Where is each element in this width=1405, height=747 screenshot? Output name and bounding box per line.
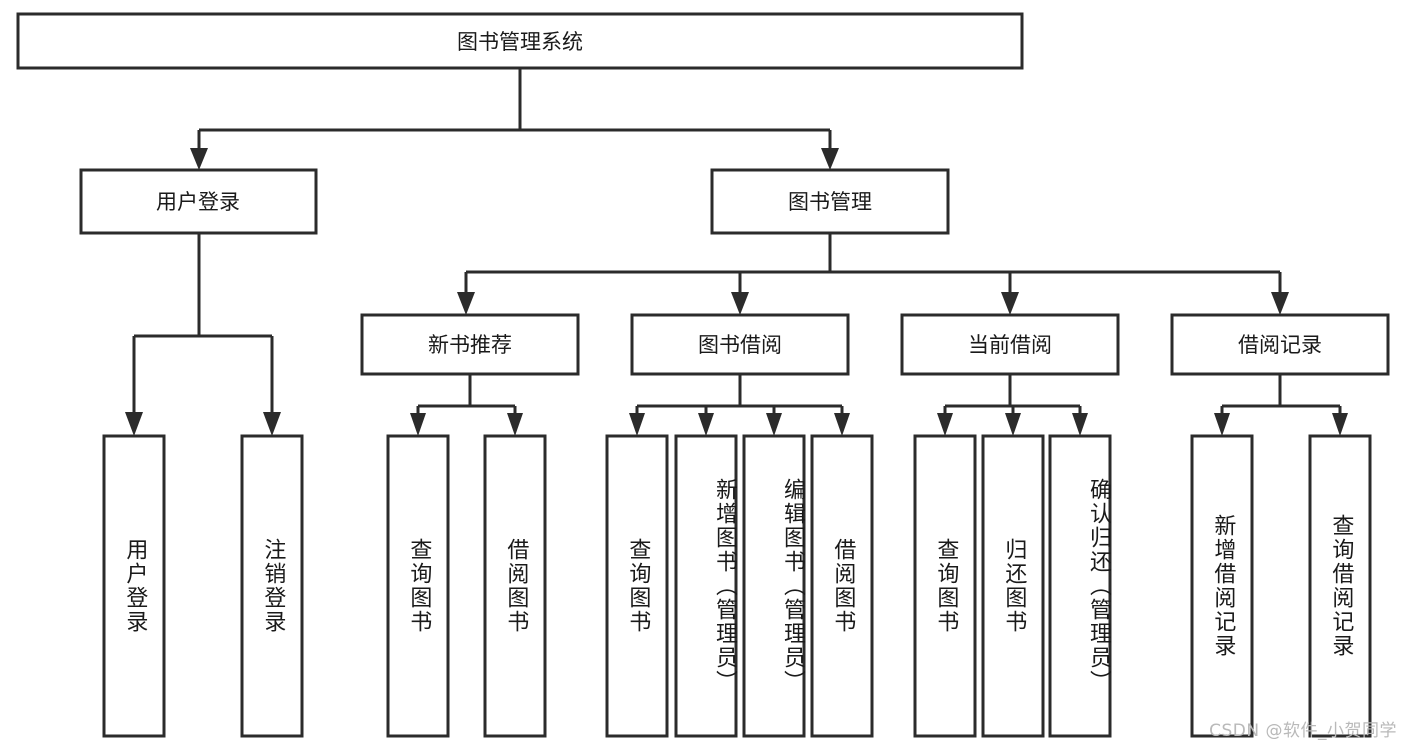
leaf-box-user-login-2[interactable] [240,434,304,738]
leaf-box-current-borrow-1[interactable] [913,434,977,738]
arrowhead-bb-leaf3 [766,413,782,436]
arrowhead-br-leaf2 [1332,413,1348,436]
arrowhead-nb-leaf2 [507,413,523,436]
leaf-box-new-book-2[interactable] [483,434,547,738]
node-current-borrow-label: 当前借阅 [968,333,1052,357]
arrowhead-current-borrow [1001,292,1019,315]
leaf-box-user-login-1[interactable] [102,434,166,738]
node-book-manage-box[interactable] [710,168,950,235]
arrowhead-book-borrow [731,292,749,315]
leaf-box-borrow-record-2[interactable] [1308,434,1372,738]
leaf-box-book-borrow-4[interactable] [810,434,874,738]
node-new-book-label: 新书推荐 [428,333,512,357]
arrowhead-ul-leaf1 [125,412,143,436]
leaf-box-current-borrow-3[interactable] [1048,434,1112,738]
arrowhead-borrow-record [1271,292,1289,315]
node-root-box[interactable] [16,12,1024,70]
node-layer: 图书管理系统 用户登录 图书管理 新书推荐 图书借阅 当前借阅 借阅记录 [16,12,1390,738]
watermark-text: CSDN @软件_小贺同学 [1209,721,1397,741]
arrowhead-layer [125,148,1348,436]
leaf-box-borrow-record-1[interactable] [1190,434,1254,738]
leaf-box-current-borrow-2[interactable] [981,434,1045,738]
arrowhead-bb-leaf4 [834,413,850,436]
node-borrow-record-box[interactable] [1170,313,1390,376]
arrowhead-cb-leaf2 [1005,413,1021,436]
arrowhead-cb-leaf1 [937,413,953,436]
node-borrow-record-label: 借阅记录 [1238,333,1322,357]
leaf-box-book-borrow-2[interactable] [674,434,738,738]
node-root-label: 图书管理系统 [457,30,583,54]
arrowhead-user-login [190,148,208,170]
node-book-borrow-label: 图书借阅 [698,333,782,357]
leaf-box-new-book-1[interactable] [386,434,450,738]
node-user-login-box[interactable] [79,168,318,235]
arrowhead-bb-leaf1 [629,413,645,436]
arrowhead-nb-leaf1 [410,413,426,436]
arrowhead-cb-leaf3 [1072,413,1088,436]
node-current-borrow-box[interactable] [900,313,1120,376]
arrowhead-new-book [457,292,475,315]
arrowhead-br-leaf1 [1214,413,1230,436]
node-new-book-box[interactable] [360,313,580,376]
node-book-manage-label: 图书管理 [788,190,872,214]
arrowhead-ul-leaf2 [263,412,281,436]
node-book-borrow-box[interactable] [630,313,850,376]
arrowhead-bb-leaf2 [698,413,714,436]
node-user-login-label: 用户登录 [156,190,240,214]
arrowhead-book-manage [821,148,839,170]
leaf-box-book-borrow-3[interactable] [742,434,806,738]
leaf-box-book-borrow-1[interactable] [605,434,669,738]
